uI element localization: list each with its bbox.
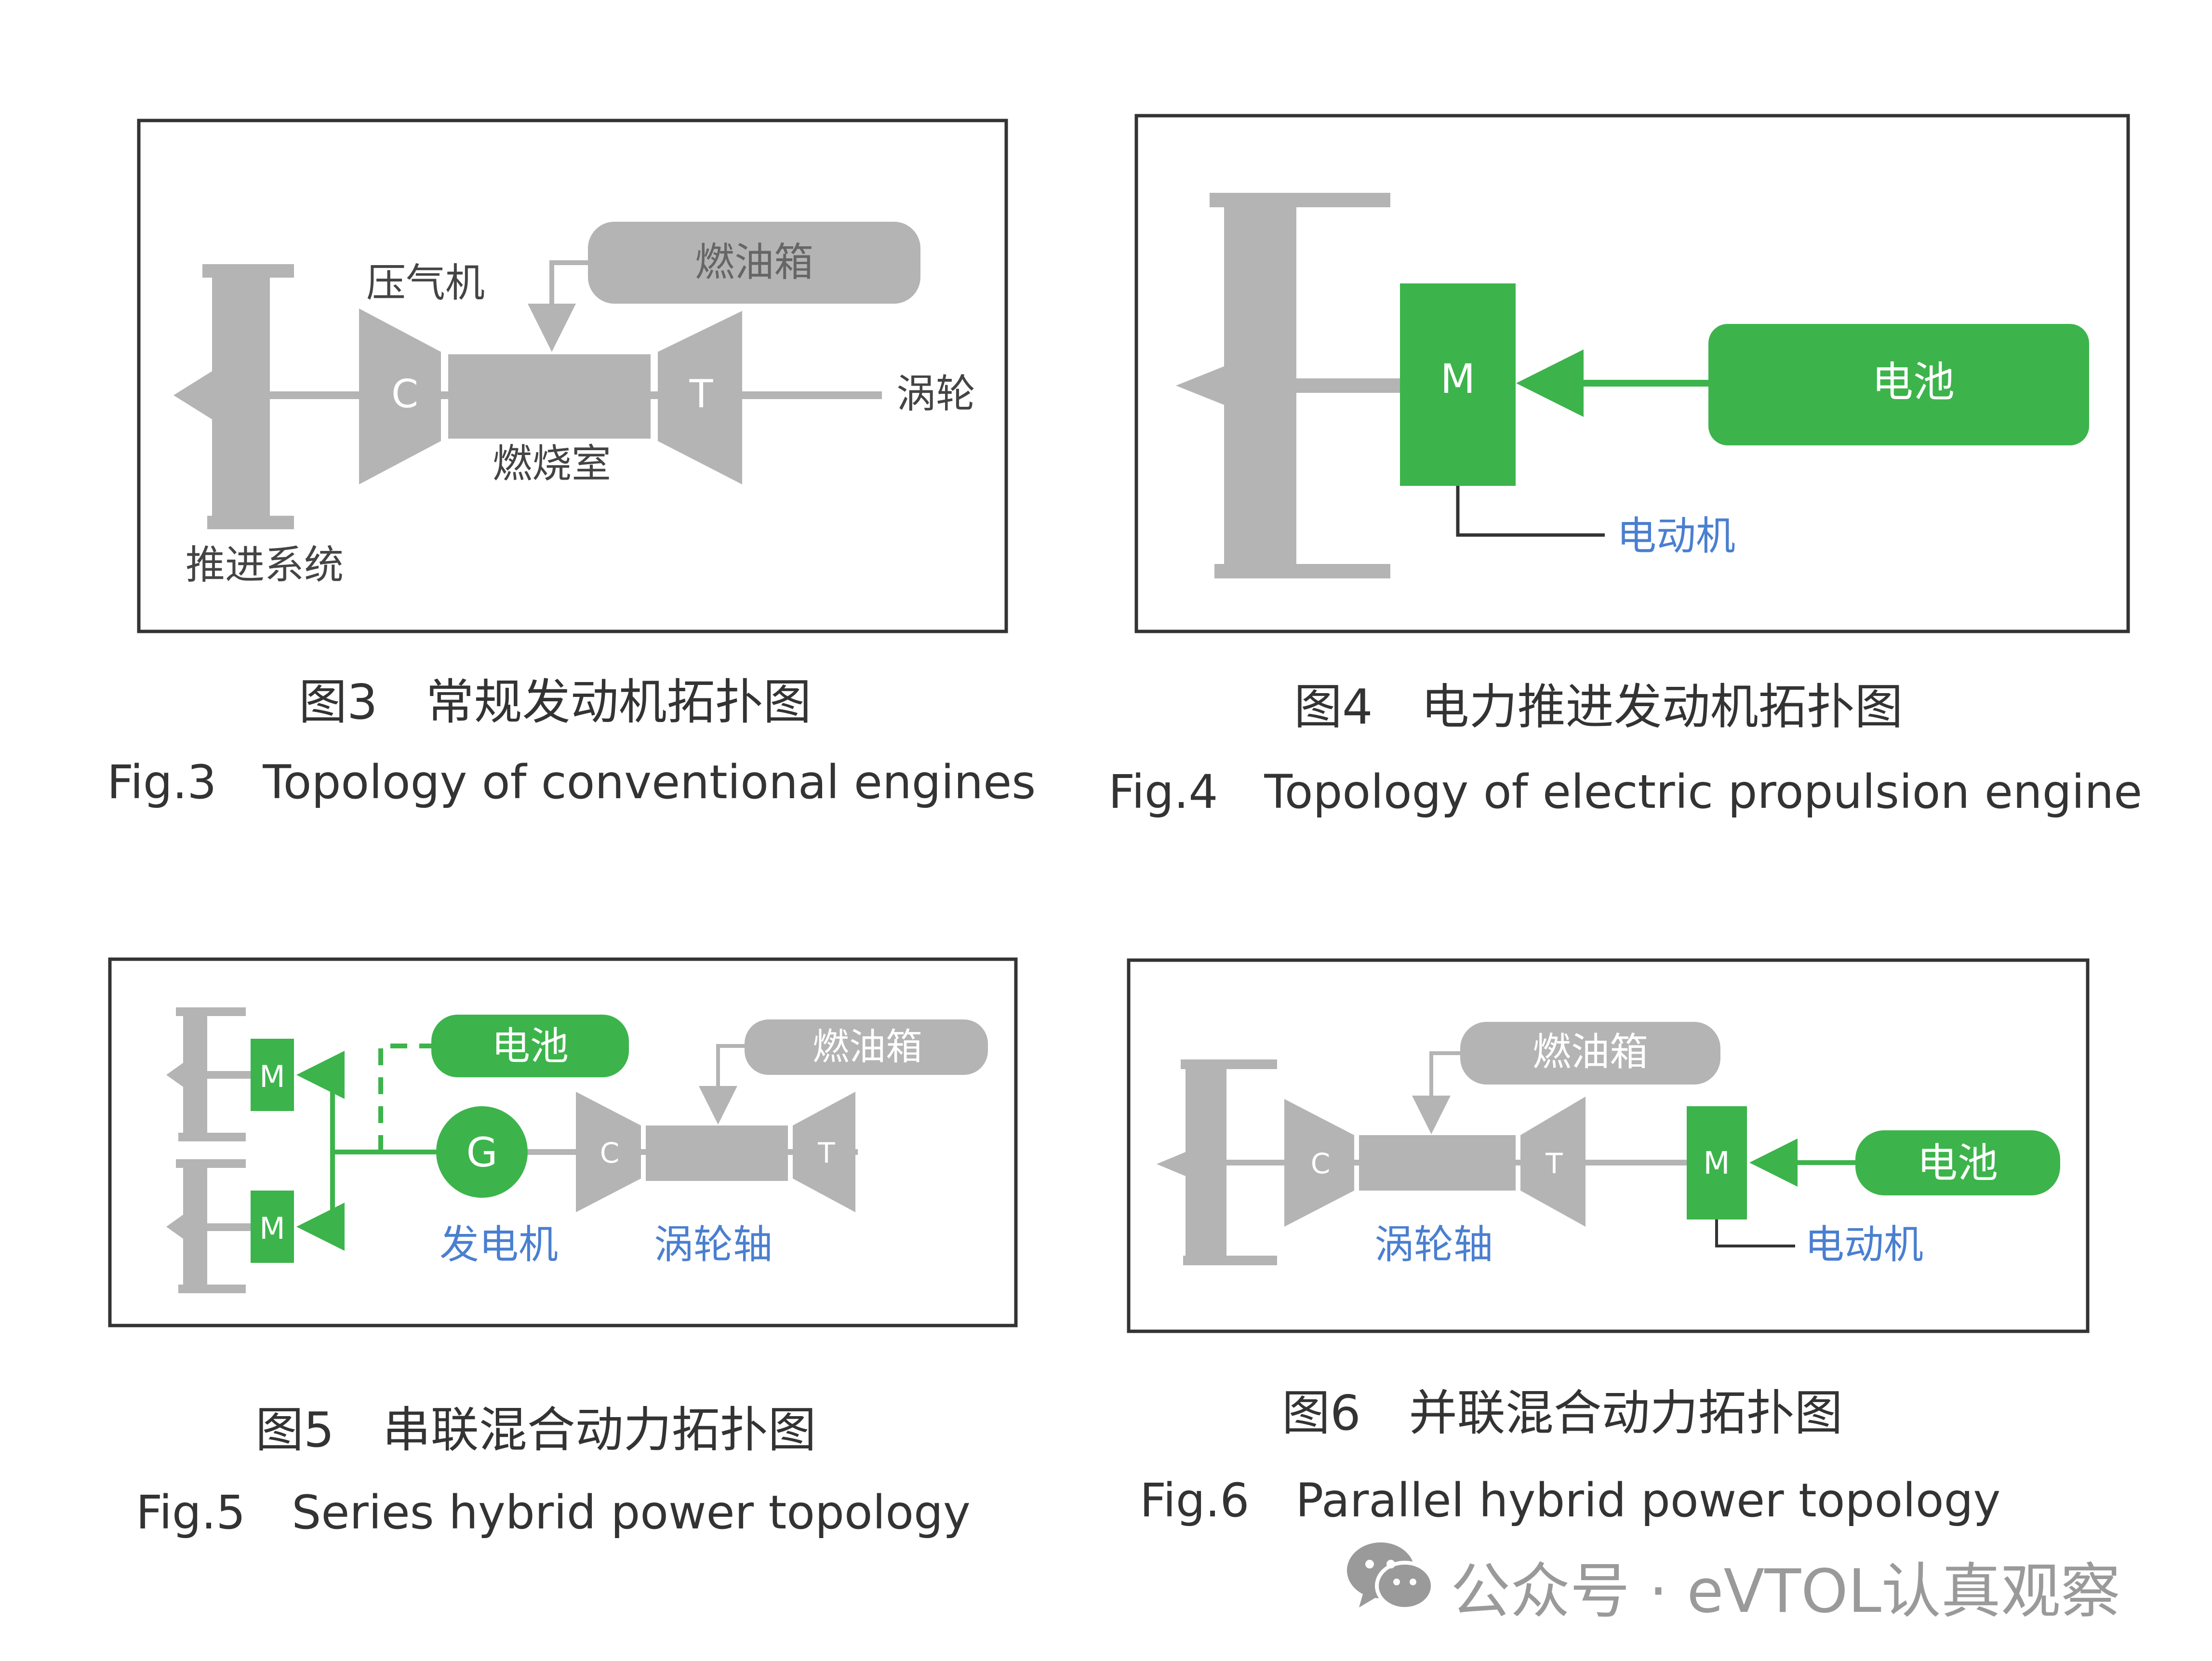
fig3-combustor-label: 燃烧室 <box>493 441 611 487</box>
fig5-battery-dashed-link <box>378 1044 431 1152</box>
fig4-battery-label: 电池 <box>1872 358 1955 406</box>
fig6-motor-label: 电动机 <box>1805 1222 1923 1268</box>
fig3-turbine-shape <box>658 311 742 484</box>
fig6-c-label: C <box>1311 1147 1331 1180</box>
fig6-turboshaft-label: 涡轮轴 <box>1374 1222 1493 1268</box>
fig6-battery-shape <box>1855 1130 2060 1195</box>
fig5-fuel-arrow <box>699 1044 745 1125</box>
fig5-propulsor-icon-1 <box>166 1007 253 1141</box>
fig4-frame <box>1134 114 2130 633</box>
fig3-fuel-tank-label: 燃油箱 <box>695 240 813 285</box>
fig5-frame <box>108 957 1018 1327</box>
fig5-g-label: G <box>466 1129 497 1176</box>
fig5-m2-label: M <box>259 1211 285 1246</box>
fig6-propulsor-icon <box>1157 1059 1277 1265</box>
fig5-bus-to-m1 <box>296 1051 345 1152</box>
fig6-caption-en: Fig.6 Parallel hybrid power topology <box>1140 1473 2001 1527</box>
fig3-diagram: 压气机 燃油箱 C T 涡轮 燃烧室 推进系统 <box>137 119 1008 633</box>
fig5-battery-shape <box>431 1015 629 1077</box>
fig5-bus-to-m2 <box>296 1152 345 1251</box>
fig3-propulsor-icon <box>173 264 294 529</box>
fig5-m1-label: M <box>259 1059 285 1094</box>
fig3-c-label: C <box>391 372 418 416</box>
fig5-turboshaft-label: 涡轮轴 <box>654 1222 773 1268</box>
fig6-fuel-arrow <box>1412 1051 1460 1134</box>
fig5-fuel-tank-label: 燃油箱 <box>813 1025 922 1068</box>
fig5-combustor-shape <box>646 1125 788 1181</box>
fig5-propulsor-icon-2 <box>166 1159 253 1293</box>
fig4-diagram: M 电池 电动机 <box>1134 114 2130 633</box>
fig6-frame <box>1127 958 2090 1333</box>
fig6-diagram: 燃油箱 C T 涡轮轴 M 电池 电动机 <box>1127 958 2090 1333</box>
watermark-text: 公众号 · eVTOL认真观察 <box>1451 1557 2120 1626</box>
fig3-fuel-tank-shape <box>588 222 920 304</box>
fig6-battery-label: 电池 <box>1917 1139 1998 1187</box>
fig3-compressor-shape <box>359 308 441 484</box>
fig5-t-label: T <box>817 1137 835 1169</box>
fig4-caption-cn: 图4 电力推进发动机拓扑图 <box>1294 679 1903 735</box>
wechat-icon <box>1347 1542 1435 1611</box>
fig3-turbine-label: 涡轮 <box>896 371 975 417</box>
fig3-compressor-label: 压气机 <box>366 260 485 306</box>
fig4-motor-shape <box>1400 283 1516 486</box>
fig6-turbine-shape <box>1520 1097 1586 1227</box>
fig5-battery-label: 电池 <box>492 1024 569 1069</box>
fig5-caption-cn: 图5 串联混合动力拓扑图 <box>255 1402 816 1458</box>
fig3-frame <box>137 119 1008 633</box>
fig4-motor-label: 电动机 <box>1617 513 1735 559</box>
fig5-diagram: M M 电池 燃油箱 G C T 发电机 涡轮轴 <box>108 957 1018 1327</box>
fig4-motor-leader <box>1456 486 1605 537</box>
fig6-fuel-tank-shape <box>1460 1022 1720 1085</box>
fig3-propulsion-label: 推进系统 <box>186 542 344 588</box>
fig4-battery-shape <box>1708 324 2089 445</box>
fig6-combustor-shape <box>1359 1135 1516 1191</box>
fig6-m-label: M <box>1703 1146 1730 1181</box>
fig5-turbine-shape <box>793 1092 855 1212</box>
fig3-t-label: T <box>689 372 714 416</box>
fig6-fuel-tank-label: 燃油箱 <box>1532 1030 1648 1074</box>
fig5-generator-shape <box>436 1106 528 1198</box>
fig5-generator-label: 发电机 <box>440 1222 558 1268</box>
fig3-fuel-arrow <box>528 260 588 352</box>
fig4-propulsor-icon <box>1176 193 1390 578</box>
fig5-motor-2-shape <box>251 1191 294 1263</box>
fig6-t-label: T <box>1545 1147 1563 1180</box>
fig5-compressor-shape <box>576 1092 641 1212</box>
fig3-caption-en: Fig.3 Topology of conventional engines <box>107 755 1036 809</box>
fig5-fuel-tank-shape <box>745 1019 988 1075</box>
fig3-combustor-shape <box>448 354 651 439</box>
fig4-caption-en: Fig.4 Topology of electric propulsion en… <box>1108 765 2143 819</box>
fig6-motor-leader <box>1715 1219 1795 1247</box>
fig5-caption-en: Fig.5 Series hybrid power topology <box>136 1486 971 1540</box>
fig6-compressor-shape <box>1284 1099 1354 1227</box>
fig5-motor-1-shape <box>251 1039 294 1111</box>
fig6-caption-cn: 图6 并联混合动力拓扑图 <box>1282 1385 1843 1441</box>
fig3-caption-cn: 图3 常规发动机拓扑图 <box>299 674 812 730</box>
fig5-c-label: C <box>600 1137 620 1169</box>
fig4-m-label: M <box>1440 355 1475 402</box>
fig6-motor-shape <box>1687 1106 1747 1219</box>
